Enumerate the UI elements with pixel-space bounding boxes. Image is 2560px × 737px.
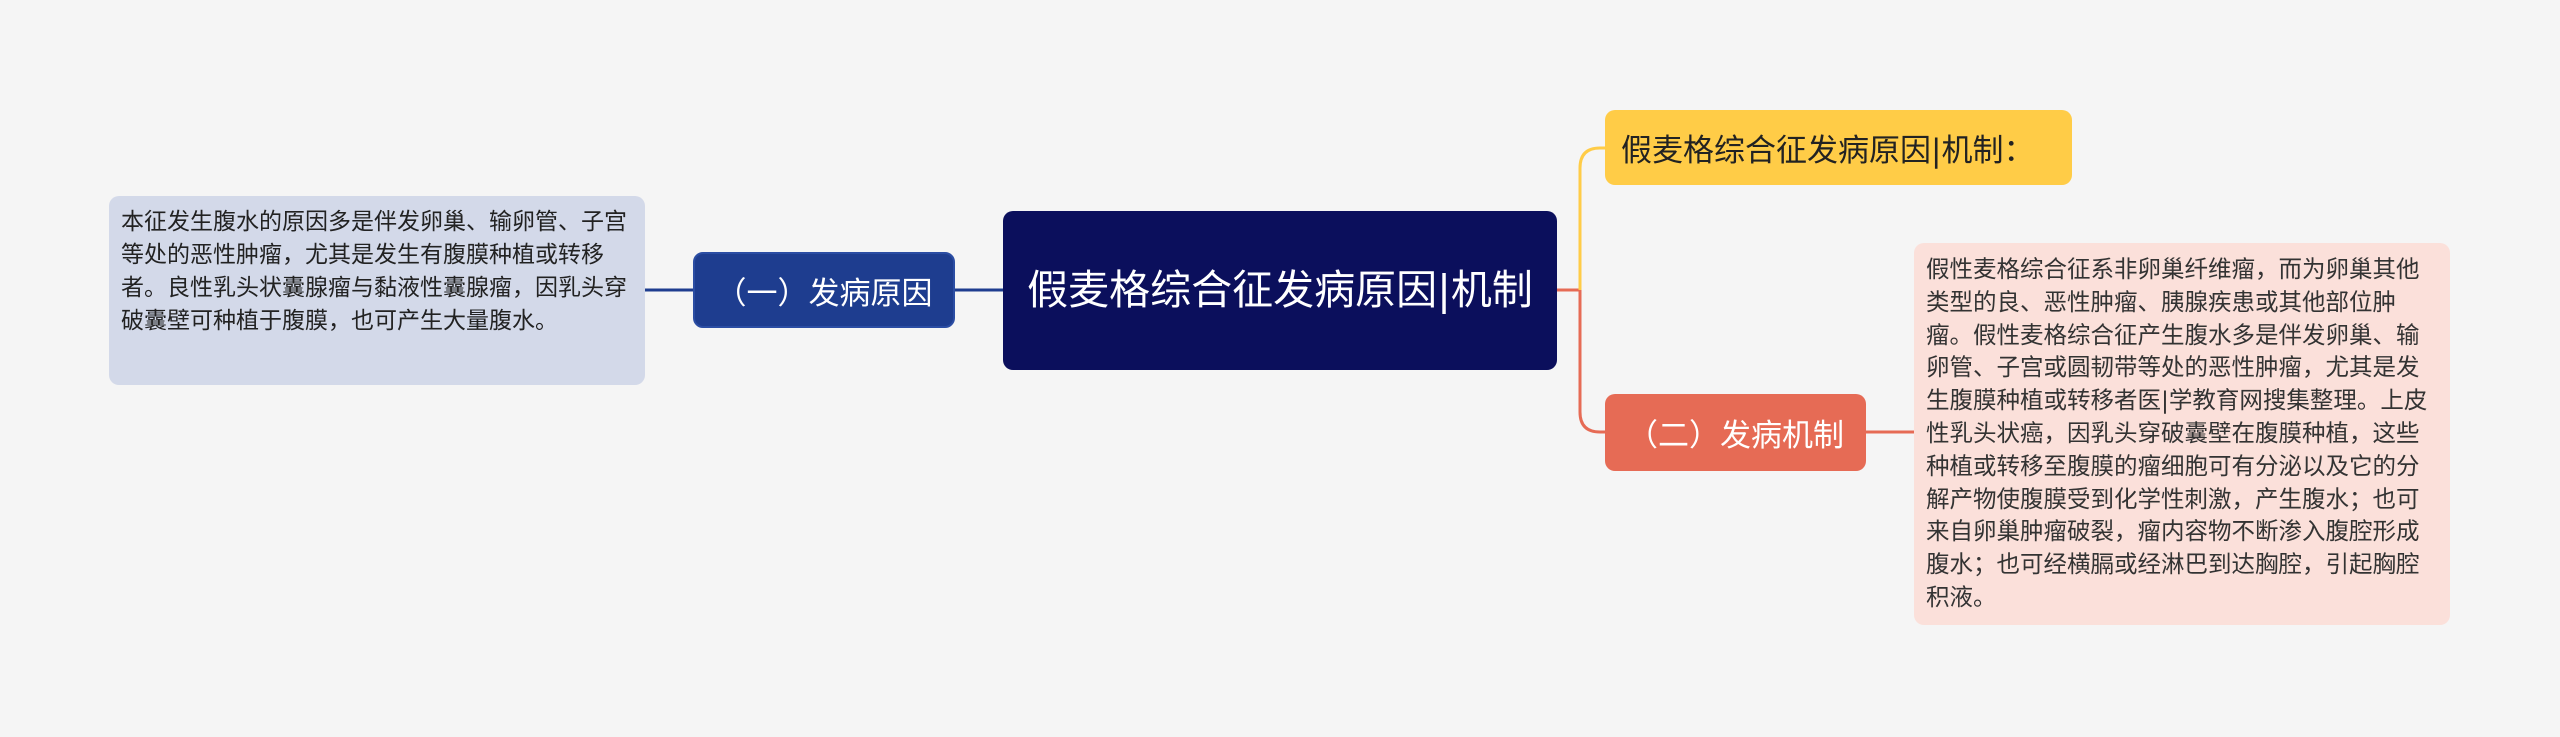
branch-node-cause[interactable]: （一）发病原因 (693, 252, 955, 328)
leaf-node-cause-detail[interactable]: 本征发生腹水的原因多是伴发卵巢、输卵管、子宫等处的恶性肿瘤，尤其是发生有腹膜种植… (109, 196, 645, 385)
branch-mechanism-label: （二）发病机制 (1627, 418, 1844, 454)
branch-title-label: 假麦格综合征发病原因|机制： (1621, 133, 2035, 169)
cause-detail-text: 本征发生腹水的原因多是伴发卵巢、输卵管、子宫等处的恶性肿瘤，尤其是发生有腹膜种植… (121, 209, 627, 334)
root-label: 假麦格综合征发病原因|机制 (1027, 266, 1533, 314)
leaf-node-mechanism-detail[interactable]: 假性麦格综合征系非卵巢纤维瘤，而为卵巢其他类型的良、恶性肿瘤、胰腺疾患或其他部位… (1914, 243, 2450, 625)
connector-right-mid (1578, 290, 1605, 434)
mechanism-detail-text: 假性麦格综合征系非卵巢纤维瘤，而为卵巢其他类型的良、恶性肿瘤、胰腺疾患或其他部位… (1926, 255, 2428, 611)
branch-node-title[interactable]: 假麦格综合征发病原因|机制： (1605, 110, 2072, 185)
branch-node-mechanism[interactable]: （二）发病机制 (1605, 394, 1866, 471)
connector-right-top (1578, 146, 1605, 290)
root-node[interactable]: 假麦格综合征发病原因|机制 (1003, 211, 1557, 370)
branch-cause-label: （一）发病原因 (715, 275, 933, 312)
